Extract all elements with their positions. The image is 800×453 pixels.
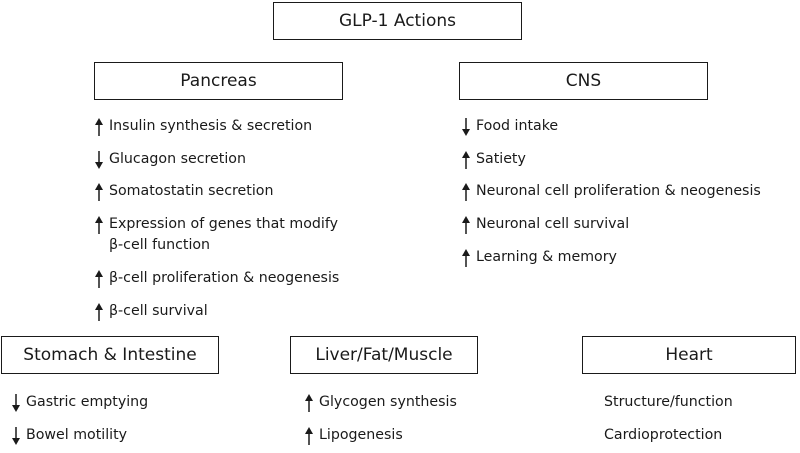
pancreas-effect-text: Expression of genes that modify β-cell fu… [109,214,338,256]
stomach-effect-item: Gastric emptying [11,392,148,413]
effect-text-line: Expression of genes that modify [109,216,338,232]
effect-text-line: Structure/function [604,394,733,410]
cns-effect-text: Neuronal cell proliferation & neogenesis [476,181,761,202]
cns-effect-text: Satiety [476,149,526,170]
stomach-intestine-box: Stomach & Intestine [1,336,219,374]
heart-box: Heart [582,336,796,374]
cns-label: CNS [565,71,602,91]
up-arrow-icon [462,151,470,169]
effect-text-line: Glucagon secretion [109,151,246,167]
heart-label: Heart [665,345,713,365]
liver-effect-text: Lipogenesis [319,425,403,446]
pancreas-effect-text: β-cell proliferation & neogenesis [109,268,339,289]
heart-effect-item: Cardioprotection [604,425,722,446]
cns-effect-text: Neuronal cell survival [476,214,629,235]
down-arrow-icon [462,118,470,136]
liver-effect-text: Glycogen synthesis [319,392,457,413]
up-arrow-icon [305,394,313,412]
effect-text-line: Bowel motility [26,427,128,443]
pancreas-effect-text: Somatostatin secretion [109,181,273,202]
effect-text-line: Satiety [476,151,526,167]
stomach-effect-text: Bowel motility [26,425,127,446]
heart-effect-text: Structure/function [604,392,733,413]
down-arrow-icon [12,427,20,445]
down-arrow-icon [95,151,103,169]
effect-text-line: β-cell proliferation & neogenesis [109,270,340,286]
heart-effect-item: Structure/function [604,392,733,413]
cns-box: CNS [459,62,708,100]
stomach-intestine-label: Stomach & Intestine [23,345,197,365]
heart-effect-text: Cardioprotection [604,425,722,446]
up-arrow-icon [95,270,103,288]
pancreas-effect-item: Glucagon secretion [94,149,246,170]
effect-text-line: Learning & memory [476,249,617,265]
cns-effect-item: Satiety [461,149,526,170]
pancreas-effect-item: Somatostatin secretion [94,181,273,202]
effect-text-line: Insulin synthesis & secretion [109,118,313,134]
down-arrow-icon [12,394,20,412]
effect-text-line: Glycogen synthesis [319,394,457,410]
up-arrow-icon [462,249,470,267]
up-arrow-icon [462,216,470,234]
up-arrow-icon [462,183,470,201]
effect-text-line: Somatostatin secretion [109,183,274,199]
cns-effect-item: Learning & memory [461,247,617,268]
pancreas-effect-text: β-cell survival [109,301,208,322]
up-arrow-icon [95,303,103,321]
pancreas-label: Pancreas [180,71,257,91]
effect-text-line: β-cell survival [109,303,208,319]
up-arrow-icon [95,183,103,201]
title-box: GLP-1 Actions [273,2,522,40]
cns-effect-item: Neuronal cell survival [461,214,629,235]
liver-fat-muscle-box: Liver/Fat/Muscle [290,336,478,374]
effect-text-line: Cardioprotection [604,427,723,443]
cns-effect-text: Food intake [476,116,558,137]
pancreas-box: Pancreas [94,62,343,100]
effect-text-line: Neuronal cell survival [476,216,630,232]
cns-effect-text: Learning & memory [476,247,617,268]
pancreas-effect-text: Insulin synthesis & secretion [109,116,312,137]
liver-effect-item: Glycogen synthesis [304,392,457,413]
pancreas-effect-text: Glucagon secretion [109,149,246,170]
up-arrow-icon [305,427,313,445]
effect-text-line: β-cell function [109,237,211,253]
pancreas-effect-item: β-cell survival [94,301,208,322]
cns-effect-item: Food intake [461,116,558,137]
liver-effect-item: Lipogenesis [304,425,403,446]
effect-text-line: Gastric emptying [26,394,149,410]
pancreas-effect-item: Expression of genes that modify β-cell fu… [94,214,338,256]
stomach-effect-text: Gastric emptying [26,392,148,413]
effect-text-line: Neuronal cell proliferation & neogenesis [476,183,761,199]
pancreas-effect-item: β-cell proliferation & neogenesis [94,268,339,289]
cns-effect-item: Neuronal cell proliferation & neogenesis [461,181,761,202]
effect-text-line: Lipogenesis [319,427,403,443]
effect-text-line: Food intake [476,118,559,134]
pancreas-effect-item: Insulin synthesis & secretion [94,116,312,137]
stomach-effect-item: Bowel motility [11,425,127,446]
up-arrow-icon [95,118,103,136]
up-arrow-icon [95,216,103,234]
liver-fat-muscle-label: Liver/Fat/Muscle [315,345,453,365]
title-label: GLP-1 Actions [339,11,456,31]
